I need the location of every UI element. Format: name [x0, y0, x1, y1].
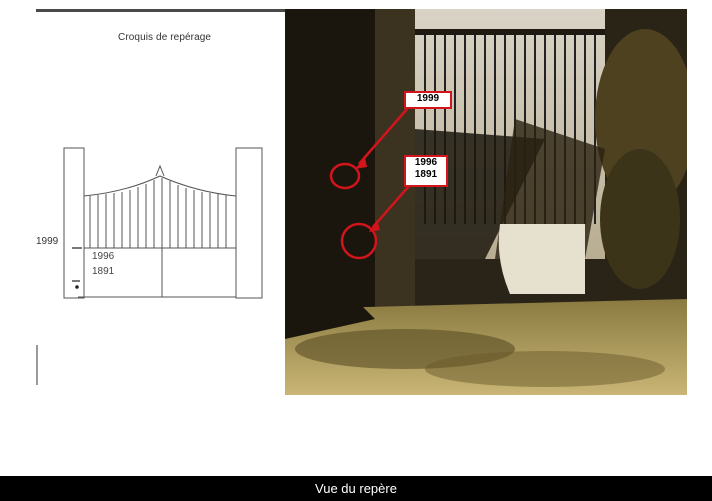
callout-1999-text: 1999 — [416, 93, 440, 104]
callout-1999: 1999 — [404, 91, 452, 109]
caption-text: Vue du repère — [315, 481, 397, 496]
arrow-1996-line — [372, 185, 410, 228]
top-divider — [36, 9, 286, 12]
marker-circle-1996-1891 — [340, 222, 378, 260]
arrow-1996-head — [369, 220, 380, 232]
marker-overlay — [329, 108, 410, 260]
caption-bar: Vue du repère — [0, 476, 712, 501]
left-pillar — [63, 147, 85, 299]
sketch-label-1996: 1996 — [92, 251, 115, 262]
left-edge-mark — [36, 345, 38, 385]
gate-arch — [83, 175, 237, 197]
gate-bars — [89, 178, 227, 248]
mark-1891-dot — [75, 285, 79, 289]
arrow-1999-line — [358, 108, 408, 165]
callout-1996-1891: 1996 1891 — [404, 155, 448, 187]
right-pillar — [235, 147, 263, 299]
marker-circle-1999 — [329, 162, 361, 190]
sketch-title: Croquis de repérage — [118, 32, 212, 43]
callout-1996-text: 1996 — [414, 157, 438, 168]
arrow-1999-head — [355, 157, 367, 169]
sketch-label-1999: 1999 — [36, 236, 59, 247]
site-photo — [285, 9, 687, 395]
gate-finial — [155, 164, 165, 177]
gate-sketch — [63, 147, 263, 299]
sketch-label-1891: 1891 — [92, 266, 115, 277]
callout-1891-text: 1891 — [414, 169, 438, 180]
